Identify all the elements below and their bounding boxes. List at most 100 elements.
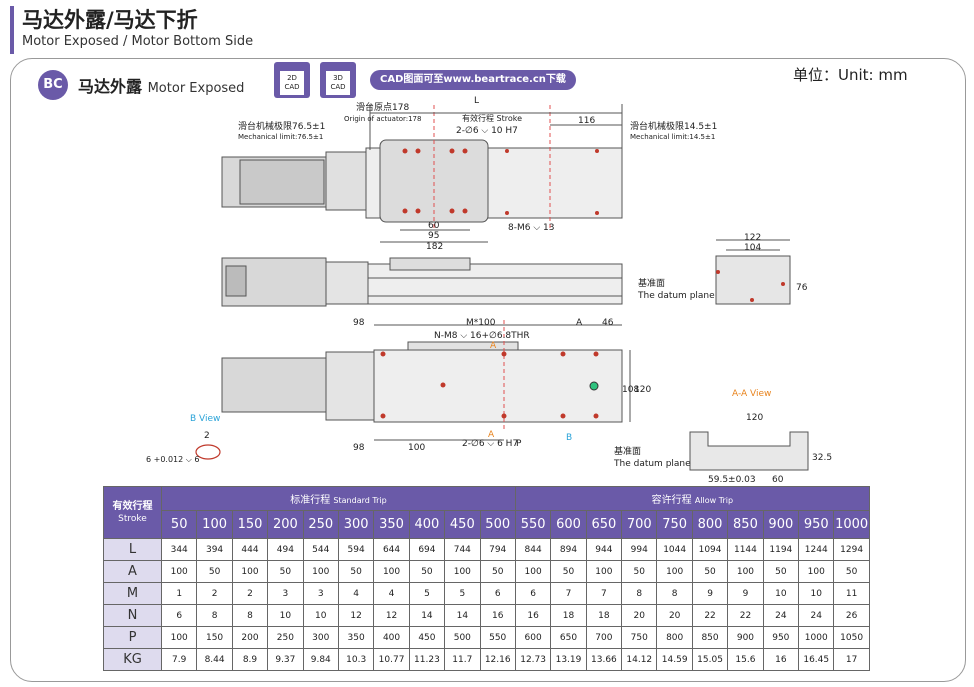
table-cell: 100 — [444, 560, 481, 583]
table-cell: 794 — [479, 538, 516, 561]
label-b-view: B View — [190, 414, 220, 424]
table-cell: 9 — [691, 582, 729, 605]
stroke-header-cell: 900 — [762, 510, 800, 539]
label-104: 104 — [744, 243, 761, 253]
table-cell: 20 — [656, 604, 693, 627]
table-cell: 100 — [373, 560, 410, 583]
table-cell: 50 — [691, 560, 729, 583]
table-cell: 16.45 — [798, 648, 835, 671]
table-cell: 544 — [302, 538, 339, 561]
cad-2d-icon[interactable]: 2D CAD — [274, 62, 310, 98]
stroke-header-cell: 1000 — [833, 510, 870, 539]
table-cell: 18 — [585, 604, 623, 627]
label-tol: 6 +0.012 ⌵ 6 — [146, 455, 199, 464]
section-title-en: Motor Exposed — [147, 81, 245, 96]
label-mark-b: B — [566, 433, 572, 443]
label-116: 116 — [578, 116, 595, 126]
table-cell: 50 — [337, 560, 375, 583]
table-cell: 1144 — [727, 538, 764, 561]
label-98b: 98 — [353, 443, 365, 453]
table-cell: 22 — [727, 604, 764, 627]
table-cell: 100 — [160, 626, 198, 649]
table-corner: 有效行程 Stroke — [103, 486, 162, 539]
label-datum-cn: 基准面 — [638, 277, 665, 289]
table-cell: 200 — [231, 626, 269, 649]
table-cell: 3 — [302, 582, 339, 605]
table-cell: 644 — [373, 538, 410, 561]
table-cell: 4 — [337, 582, 375, 605]
aa-view-section — [689, 431, 809, 471]
table-cell: 5 — [408, 582, 446, 605]
label-stroke: 有效行程 Stroke — [462, 113, 522, 123]
cad-download-link[interactable]: CAD图面可至www.beartrace.cn下载 — [370, 70, 576, 90]
row-header: M — [103, 582, 162, 605]
table-cell: 600 — [514, 626, 552, 649]
table-cell: 8 — [196, 604, 233, 627]
label-mech-right-en: Mechanical limit:14.5±1 — [630, 133, 715, 141]
label-46: 46 — [602, 318, 614, 328]
table-cell: 150 — [196, 626, 233, 649]
corner-en: Stroke — [118, 513, 147, 524]
table-cell: 15.05 — [691, 648, 729, 671]
label-hole-bot: 2-∅6 ⌵ 6 H7 — [462, 439, 518, 449]
table-cell: 494 — [267, 538, 304, 561]
top-view-holes — [402, 148, 599, 215]
table-cell: 10 — [762, 582, 800, 605]
label-origin-cn: 滑台原点178 — [356, 101, 409, 113]
table-cell: 100 — [585, 560, 623, 583]
label-100: 100 — [408, 443, 425, 453]
label-P: P — [516, 439, 522, 449]
stroke-header-cell: 950 — [798, 510, 835, 539]
technical-drawing: L 滑台原点178 Origin of actuator:178 有效行程 St… — [146, 96, 832, 485]
table-cell: 20 — [621, 604, 658, 627]
table-cell: 50 — [550, 560, 587, 583]
row-header: KG — [103, 648, 162, 671]
table-cell: 9.37 — [267, 648, 304, 671]
stroke-header-cell: 800 — [691, 510, 729, 539]
table-cell: 8.44 — [196, 648, 233, 671]
stroke-header-cell: 600 — [550, 510, 587, 539]
stroke-header-cell: 650 — [585, 510, 623, 539]
label-A: A — [576, 318, 583, 328]
table-cell: 7.9 — [160, 648, 198, 671]
allow-cn: 容许行程 — [651, 495, 692, 506]
table-cell: 1 — [160, 582, 198, 605]
row-header: A — [103, 560, 162, 583]
label-325: 32.5 — [812, 453, 832, 463]
corner-cn: 有效行程 — [112, 500, 153, 512]
label-mech-left-en: Mechanical limit:76.5±1 — [238, 133, 323, 141]
table-cell: 2 — [196, 582, 233, 605]
table-cell: 594 — [337, 538, 375, 561]
label-108: 108 — [622, 385, 639, 395]
table-cell: 24 — [798, 604, 835, 627]
label-datum2-en: The datum plane — [613, 459, 691, 469]
table-cell: 4 — [373, 582, 410, 605]
table-cell: 12 — [337, 604, 375, 627]
table-cell: 994 — [621, 538, 658, 561]
table-cell: 500 — [444, 626, 481, 649]
table-cell: 550 — [479, 626, 516, 649]
table-cell: 394 — [196, 538, 233, 561]
table-cell: 22 — [691, 604, 729, 627]
table-cell: 16 — [762, 648, 800, 671]
cad-3d-icon[interactable]: 3D CAD — [320, 62, 356, 98]
label-2: 2 — [204, 431, 210, 441]
table-cell: 9.84 — [302, 648, 339, 671]
table-cell: 7 — [550, 582, 587, 605]
label-m100: M*100 — [466, 318, 496, 328]
table-cell: 3 — [267, 582, 304, 605]
table-cell: 100 — [514, 560, 552, 583]
stroke-header-cell: 100 — [196, 510, 233, 539]
table-cell: 10.3 — [337, 648, 375, 671]
table-cell: 400 — [373, 626, 410, 649]
table-cell: 250 — [267, 626, 304, 649]
stroke-header-cell: 200 — [267, 510, 304, 539]
label-datum2-cn: 基准面 — [614, 445, 641, 457]
table-cell: 1194 — [762, 538, 800, 561]
table-cell: 10.77 — [373, 648, 410, 671]
b-view-detail — [195, 444, 221, 460]
